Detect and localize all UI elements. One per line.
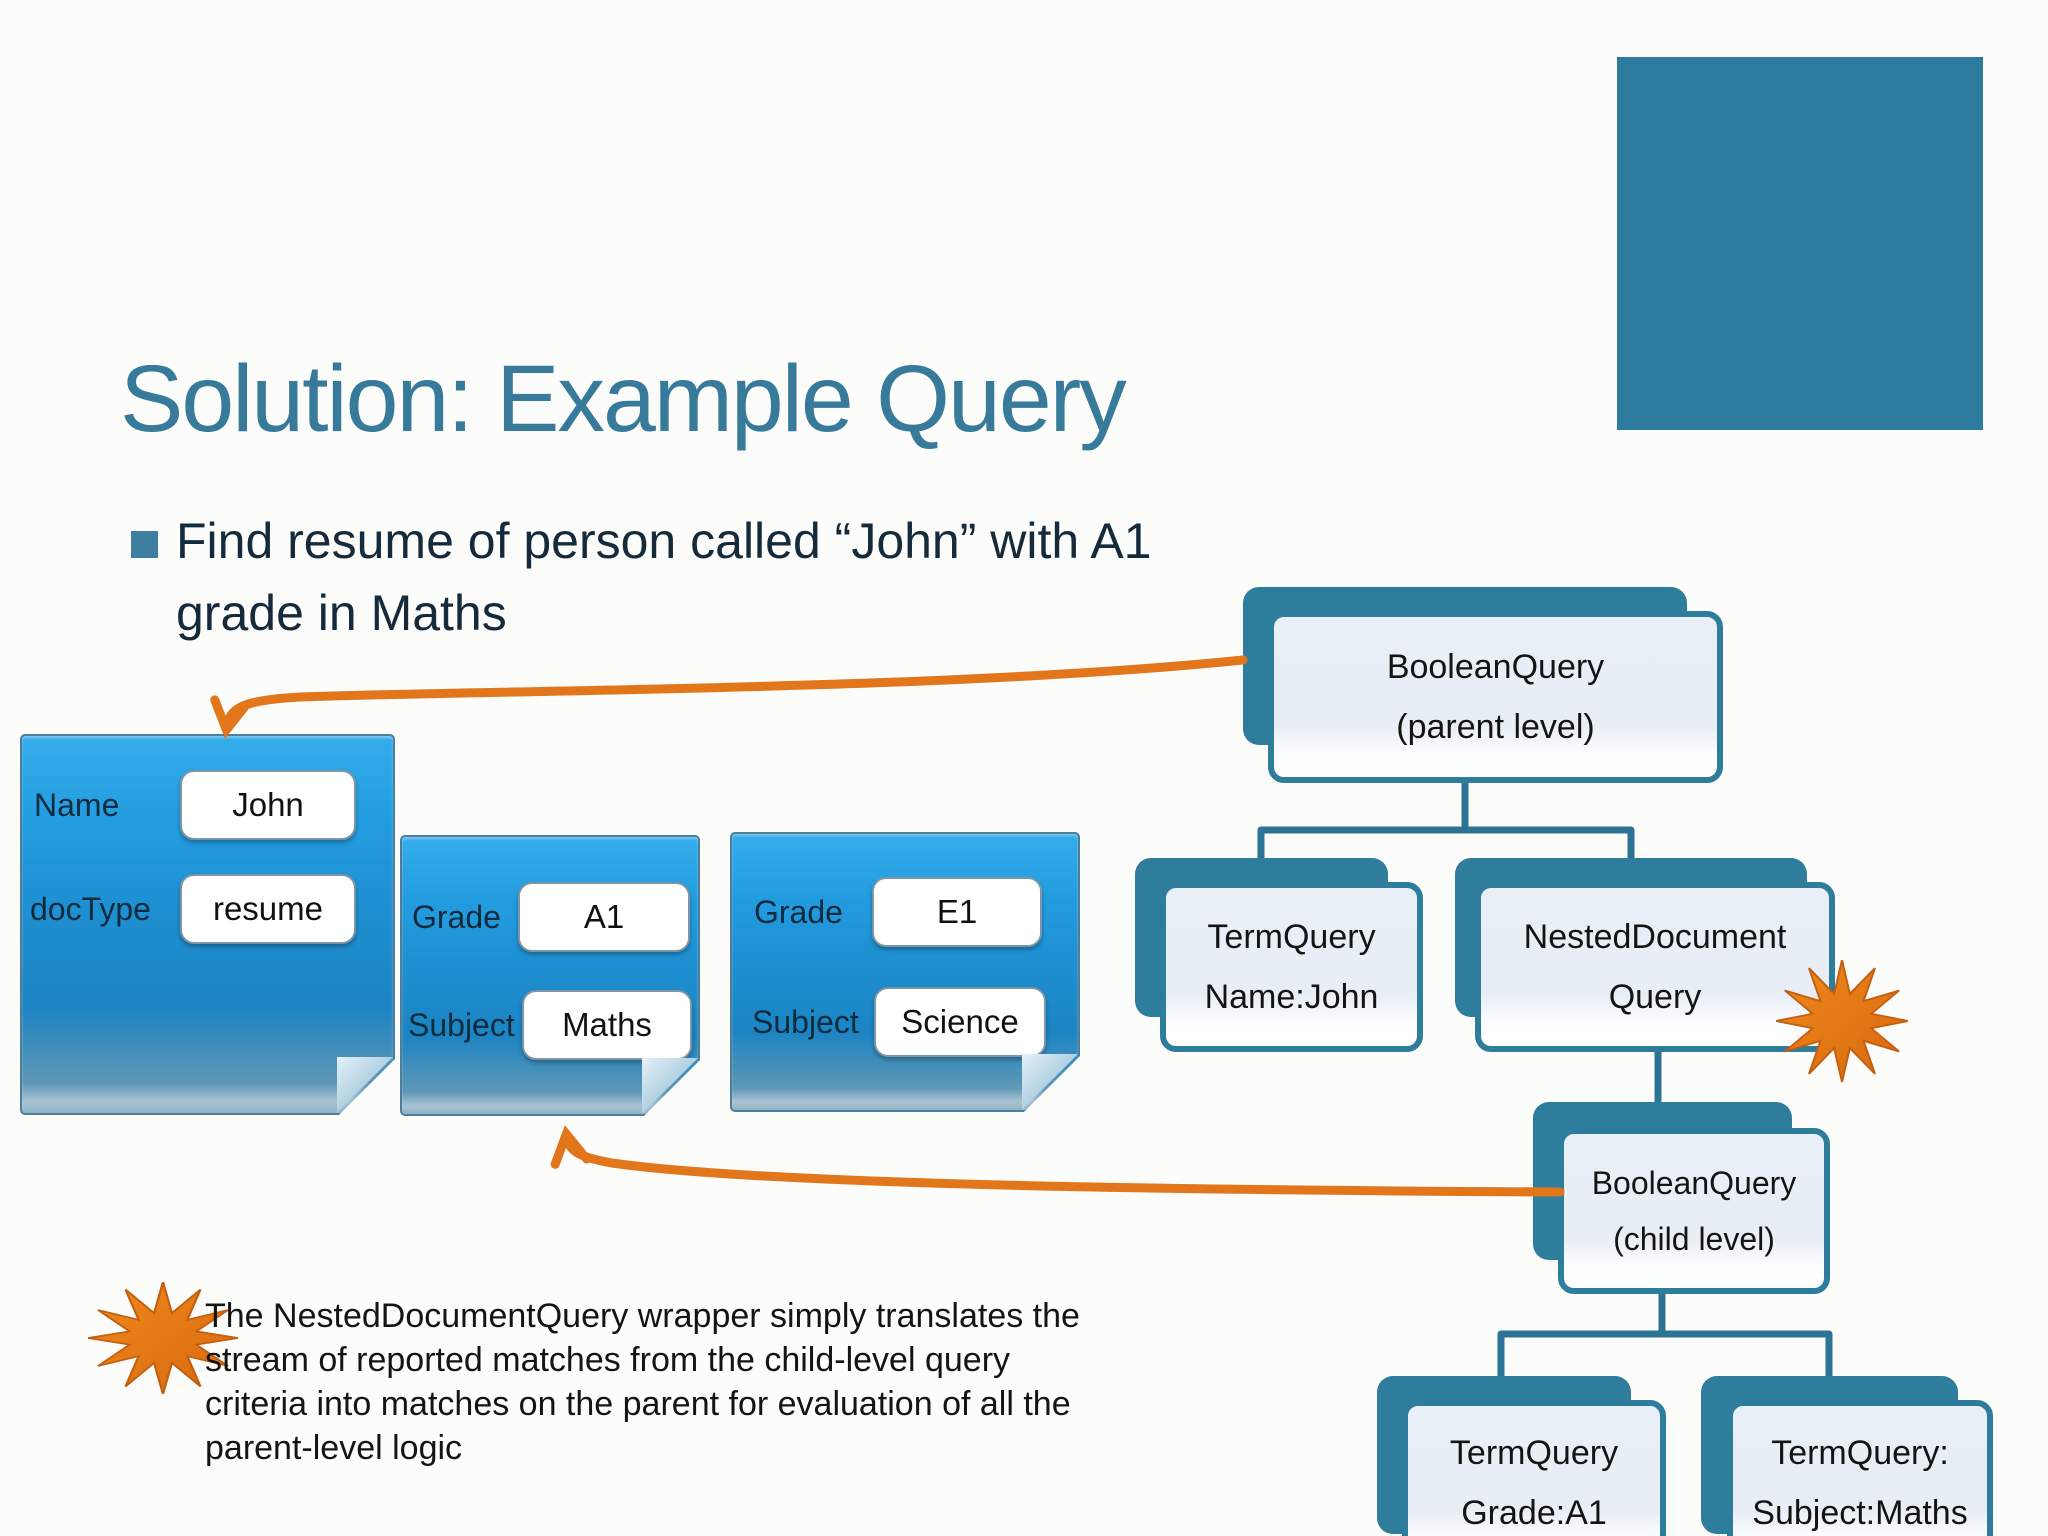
starburst-icon xyxy=(88,1282,238,1394)
card-field-label: Name xyxy=(34,786,120,823)
node-label: TermQuery: xyxy=(1771,1434,1949,1472)
node-sublabel: Subject:Maths xyxy=(1752,1494,1968,1532)
bullet-line-2: grade in Maths xyxy=(176,585,507,641)
node-sublabel: (parent level) xyxy=(1396,708,1595,746)
bullet-square-icon xyxy=(131,531,158,558)
card-field-label: Grade xyxy=(754,893,843,930)
node-label: TermQuery xyxy=(1449,1434,1619,1472)
node-sublabel: Query xyxy=(1608,978,1702,1016)
card-field-value: Science xyxy=(874,987,1046,1057)
bullet-line-1: Find resume of person called “John” with… xyxy=(176,513,1152,569)
note-text: The NestedDocumentQuery wrapper simply t… xyxy=(205,1294,1080,1470)
note-line: parent-level logic xyxy=(205,1429,463,1467)
node-label: TermQuery xyxy=(1207,918,1376,956)
note-line: The NestedDocumentQuery wrapper simply t… xyxy=(205,1297,1080,1335)
card-field-value: John xyxy=(180,770,356,840)
card-field-label: docType xyxy=(30,890,151,927)
card-field-value: A1 xyxy=(518,882,690,952)
folded-corner-icon xyxy=(1022,1054,1078,1110)
arrow-child-to-maths-card xyxy=(550,1125,1565,1197)
card-field-value: Maths xyxy=(522,990,692,1060)
node-sublabel: Name:John xyxy=(1204,978,1379,1016)
card-field-value: resume xyxy=(180,874,356,944)
card-field-label: Subject xyxy=(408,1006,515,1043)
node-label: BooleanQuery xyxy=(1591,1165,1797,1201)
node-label: NestedDocument xyxy=(1523,918,1787,956)
arrow-parent-to-resume-card xyxy=(210,655,1248,739)
bullet-text: Find resume of person called “John” with… xyxy=(176,505,1152,649)
folded-corner-icon xyxy=(642,1058,698,1114)
starburst-icon xyxy=(1776,960,1908,1082)
note-line: stream of reported matches from the chil… xyxy=(205,1341,1011,1379)
corner-accent-square xyxy=(1617,57,1983,430)
document-card-maths: Grade A1 Subject Maths xyxy=(400,835,700,1116)
card-field-value: E1 xyxy=(872,877,1042,947)
folded-corner-icon xyxy=(337,1057,393,1113)
document-card-science: Grade E1 Subject Science xyxy=(730,832,1080,1112)
document-card-resume: Name John docType resume xyxy=(20,734,395,1115)
card-field-label: Subject xyxy=(752,1003,859,1040)
node-sublabel: Grade:A1 xyxy=(1461,1494,1607,1532)
note-line: criteria into matches on the parent for … xyxy=(205,1385,1071,1423)
node-sublabel: (child level) xyxy=(1613,1221,1775,1257)
node-label: BooleanQuery xyxy=(1386,648,1605,686)
card-field-label: Grade xyxy=(412,898,501,935)
page-title: Solution: Example Query xyxy=(120,346,1127,452)
